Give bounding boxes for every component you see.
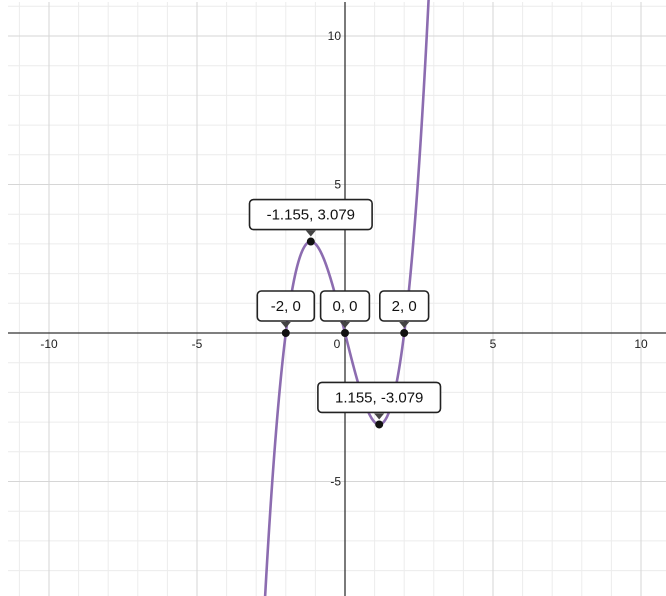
tick-labels: -10 -5 0 5 10 -5 5 10 [40,29,648,489]
point-of-interest[interactable]: 0, 0 [319,290,371,337]
point-label-box [256,290,316,322]
x-tick-label: -10 [40,337,58,351]
point-label-box [317,381,442,414]
point-dot-icon[interactable] [341,329,349,337]
point-label-text: 1.155, -3.079 [335,389,423,406]
point-dot-icon[interactable] [306,237,315,246]
point-dot-icon[interactable] [375,420,384,429]
point-of-interest[interactable]: -2, 0 [256,290,316,337]
major-grid [8,2,666,596]
x-tick-label: -5 [192,337,203,351]
point-label-box [319,290,371,322]
y-tick-label: -5 [330,475,341,489]
x-tick-label: 10 [634,337,648,351]
point-label-text: 2, 0 [392,298,417,315]
label-pointer-icon [280,322,291,328]
point-of-interest[interactable]: 1.155, -3.079 [317,381,442,429]
point-label-text: -2, 0 [271,298,301,315]
y-tick-label: 10 [328,29,342,43]
point-dot-icon[interactable] [400,329,409,337]
label-pointer-icon [399,322,410,328]
x-tick-label: 5 [490,337,497,351]
x-tick-label: 0 [334,337,341,351]
label-pointer-icon [374,413,385,420]
label-pointer-icon [340,322,350,328]
point-of-interest[interactable]: -1.155, 3.079 [248,198,373,246]
point-label-text: 0, 0 [332,298,357,315]
points-of-interest: -2, 0 0, 0 2, 0 -1.155, 3.079 1.155, -3.079 [248,198,442,429]
point-label-text: -1.155, 3.079 [267,207,355,224]
label-pointer-icon [305,230,316,237]
point-dot-icon[interactable] [281,329,290,337]
point-label-box [248,198,373,231]
y-tick-label: 5 [334,178,341,192]
point-of-interest[interactable]: 2, 0 [378,290,430,337]
point-label-box [378,290,430,322]
